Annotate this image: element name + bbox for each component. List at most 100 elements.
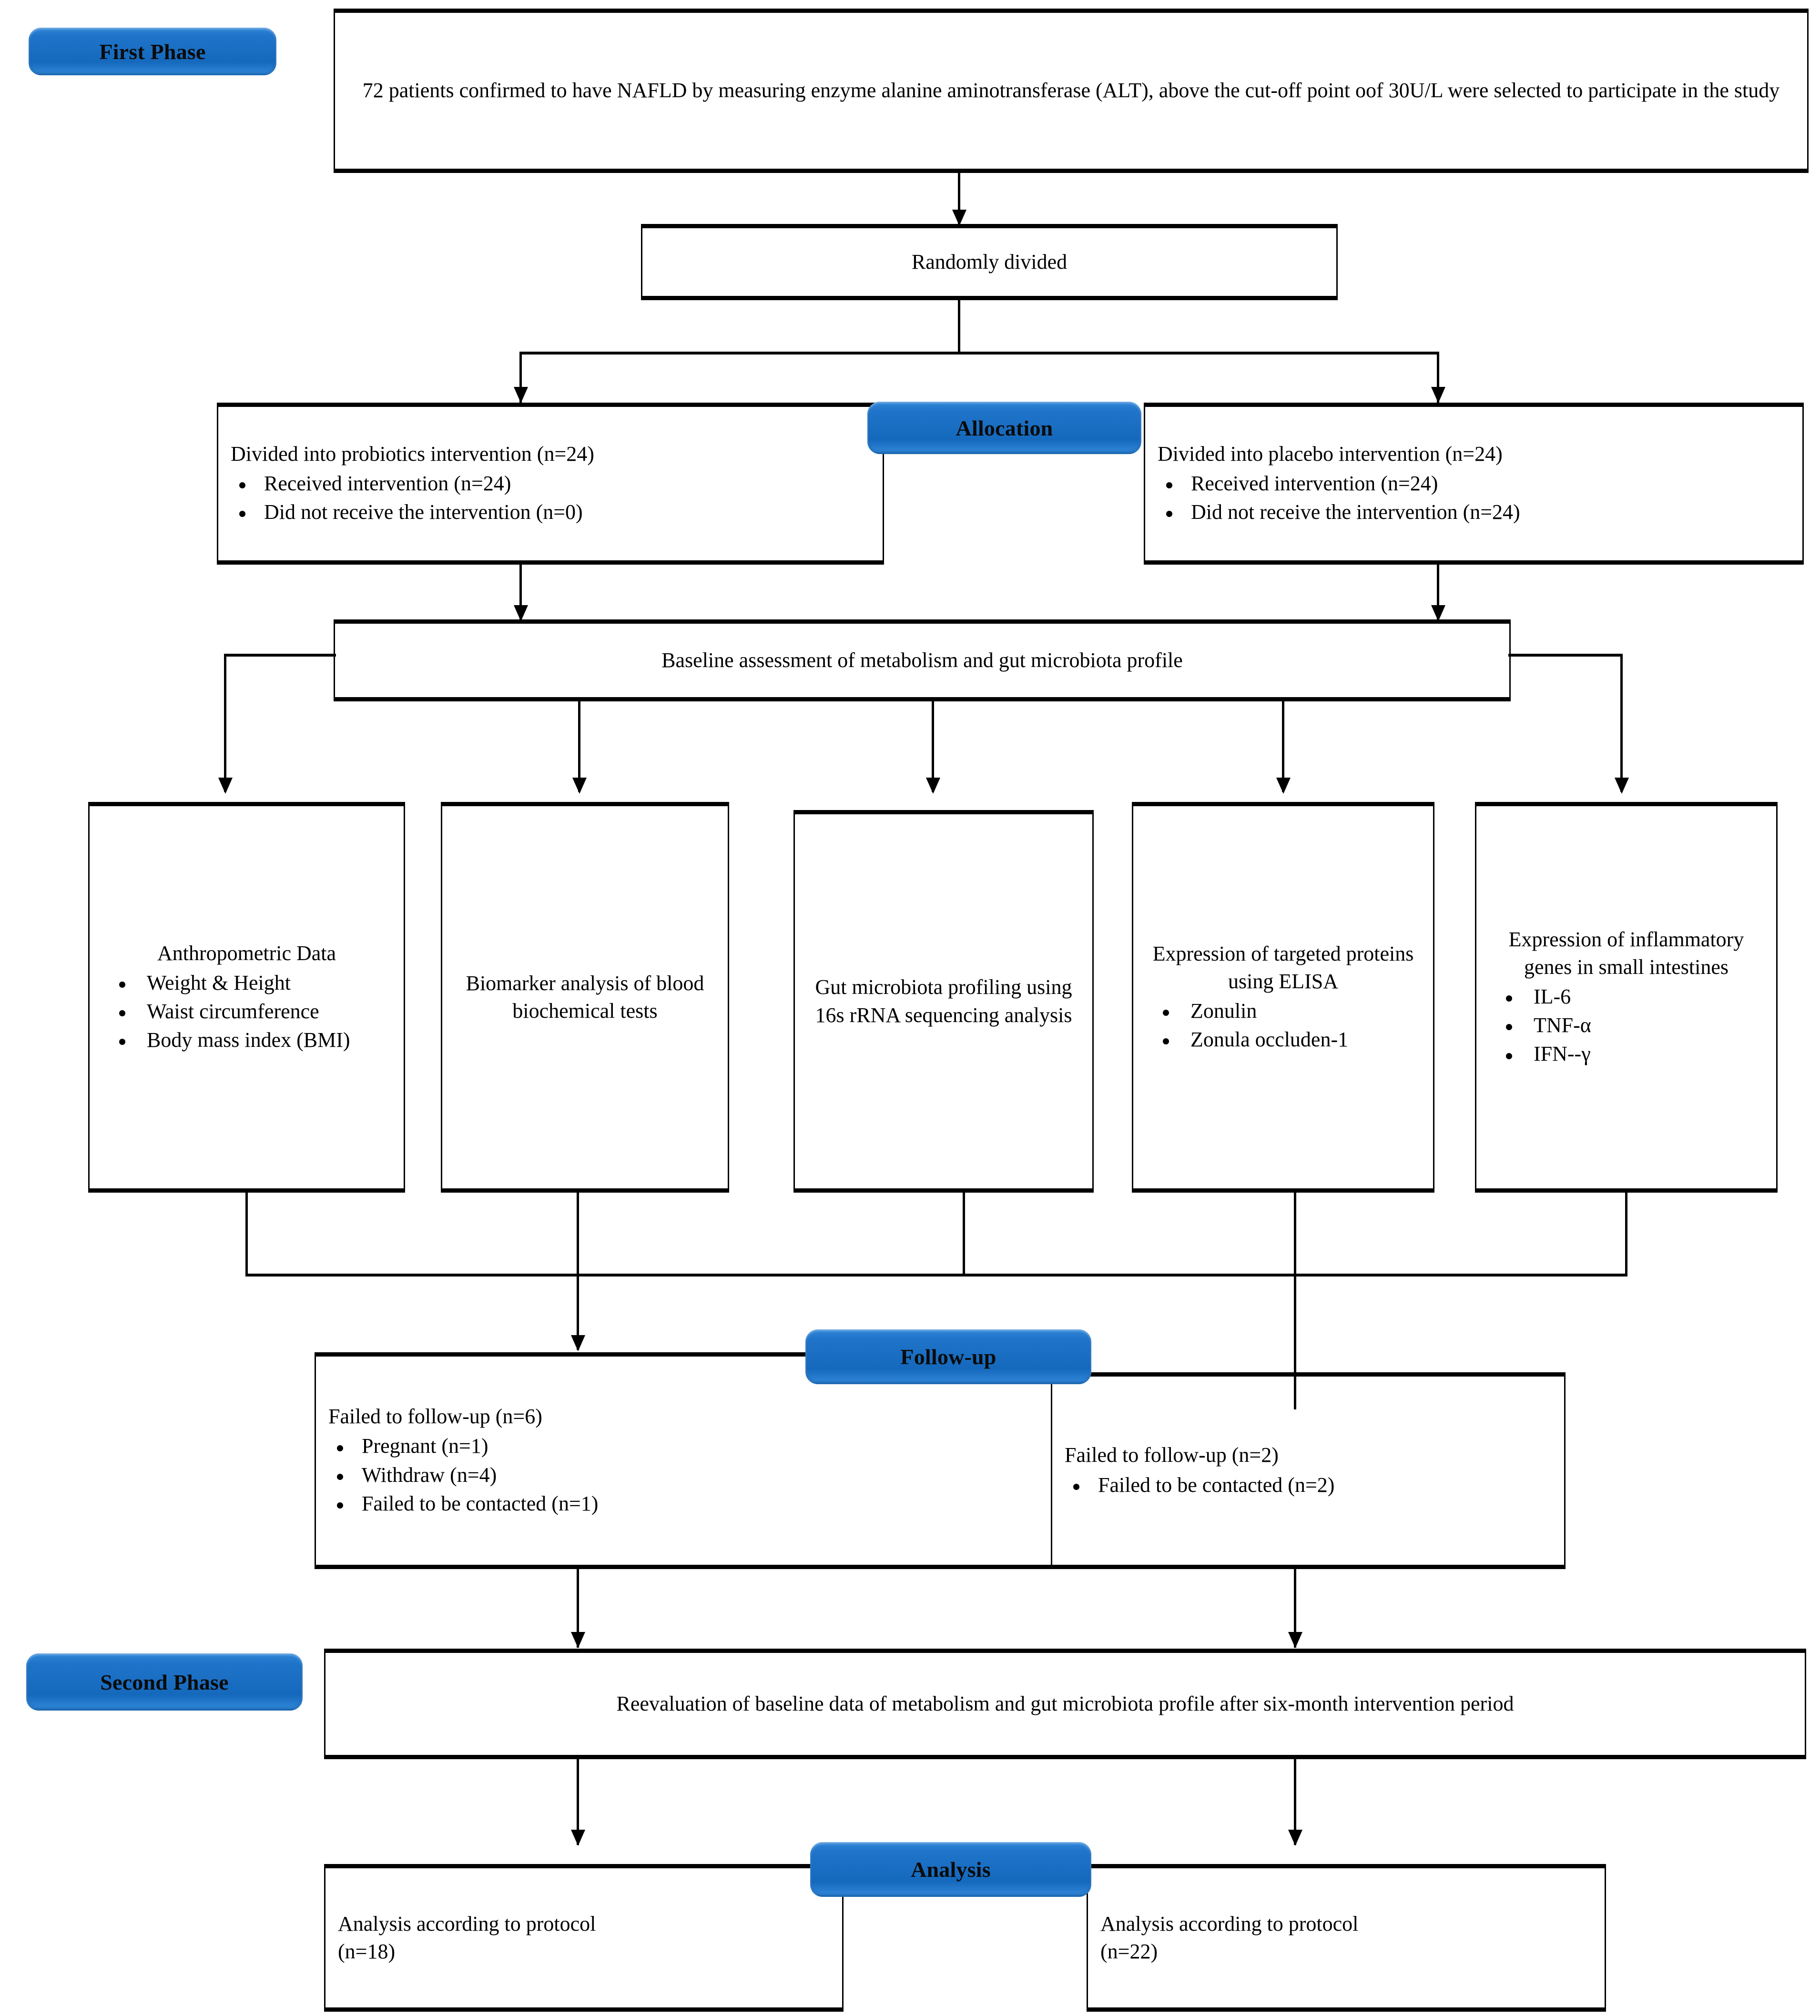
connector-followup-right-to-reeval	[1294, 1569, 1296, 1648]
node-assessment-proteins-bullets: Zonulin Zonula occluden-1	[1133, 997, 1433, 1054]
node-randomly-divided-text: Randomly divided	[911, 250, 1068, 274]
connector-probiotics-to-baseline	[519, 565, 522, 622]
node-placebo-heading: Divided into placebo intervention (n=24)	[1158, 442, 1503, 466]
node-assessment-inflammatory-heading: Expression of inflammatory genes in smal…	[1508, 927, 1744, 979]
connector-box5-down	[1625, 1193, 1627, 1276]
node-analysis-left-line2: (n=18)	[338, 1940, 396, 1963]
node-analysis-right-line2: (n=22)	[1100, 1940, 1158, 1963]
list-item: Weight & Height	[90, 969, 404, 997]
node-followup-left: Failed to follow-up (n=6) Pregnant (n=1)…	[315, 1352, 1077, 1569]
connector-followup-left-to-reeval	[577, 1569, 579, 1648]
connector-baseline-to-box2	[578, 701, 580, 792]
node-assessment-biomarker: Biomarker analysis of blood biochemical …	[441, 802, 729, 1193]
badge-follow-up-label: Follow-up	[900, 1345, 996, 1369]
arrowhead-enrollment-to-random	[952, 210, 966, 226]
connector-baseline-to-box1	[224, 654, 226, 792]
node-followup-right-heading: Failed to follow-up (n=2)	[1065, 1443, 1279, 1467]
connector-box2-to-followup-left	[577, 1193, 579, 1350]
connector-baseline-to-box4	[1282, 701, 1284, 792]
node-assessment-microbiota: Gut microbiota profiling using 16s rRNA …	[793, 810, 1094, 1193]
node-assessment-inflammatory-bullets: IL-6 TNF-α IFN--γ	[1476, 983, 1776, 1069]
arrowhead-followup-left-to-reeval	[571, 1632, 585, 1648]
list-item: TNF-α	[1476, 1012, 1776, 1039]
arrowhead-placebo-to-baseline	[1431, 605, 1445, 621]
node-assessment-inflammatory: Expression of inflammatory genes in smal…	[1475, 802, 1778, 1193]
list-item: Received intervention (n=24)	[218, 470, 883, 497]
node-randomly-divided: Randomly divided	[641, 224, 1338, 300]
node-followup-right: Failed to follow-up (n=2) Failed to be c…	[1051, 1372, 1566, 1569]
node-assessment-anthropometric-heading: Anthropometric Data	[157, 941, 336, 965]
arrowhead-baseline-to-box5	[1615, 778, 1629, 794]
connector-placebo-to-baseline	[1437, 565, 1439, 622]
node-reevaluation-text: Reevaluation of baseline data of metabol…	[616, 1692, 1514, 1715]
list-item: Waist circumference	[90, 998, 404, 1025]
badge-analysis-label: Analysis	[911, 1857, 991, 1882]
arrowhead-baseline-to-box3	[926, 778, 940, 794]
list-item: Did not receive the intervention (n=0)	[218, 498, 883, 526]
list-item: Zonula occluden-1	[1133, 1026, 1433, 1054]
arrowhead-followup-right-to-reeval	[1288, 1632, 1302, 1648]
node-enrollment-text: 72 patients confirmed to have NAFLD by m…	[362, 79, 1780, 102]
node-assessment-biomarker-heading: Biomarker analysis of blood biochemical …	[466, 971, 704, 1023]
arrowhead-probiotics-to-baseline	[514, 605, 528, 621]
connector-reeval-to-analysis-right	[1294, 1759, 1296, 1845]
list-item: Received intervention (n=24)	[1145, 470, 1802, 497]
node-placebo-bullets: Received intervention (n=24) Did not rec…	[1145, 470, 1802, 527]
node-probiotics-arm: Divided into probiotics intervention (n=…	[217, 403, 884, 565]
connector-random-to-probiotics	[519, 352, 522, 403]
arrowhead-to-placebo	[1431, 387, 1445, 403]
arrowhead-baseline-to-box2	[572, 778, 587, 794]
list-item: Withdraw (n=4)	[316, 1461, 1076, 1489]
connector-assessments-merge-bar	[245, 1274, 1627, 1276]
connector-random-split-bar	[519, 352, 1439, 355]
connector-box1-down	[245, 1193, 248, 1276]
connector-baseline-to-box5	[1620, 654, 1623, 792]
node-baseline-assessment-text: Baseline assessment of metabolism and gu…	[661, 648, 1183, 672]
list-item: IL-6	[1476, 983, 1776, 1011]
badge-follow-up: Follow-up	[805, 1329, 1091, 1384]
badge-second-phase-label: Second Phase	[100, 1670, 229, 1694]
node-followup-left-heading: Failed to follow-up (n=6)	[328, 1405, 542, 1428]
badge-analysis: Analysis	[810, 1842, 1091, 1897]
node-assessment-anthropometric: Anthropometric Data Weight & Height Wais…	[88, 802, 405, 1193]
list-item: Body mass index (BMI)	[90, 1026, 404, 1054]
connector-random-to-placebo	[1437, 352, 1439, 403]
badge-allocation-label: Allocation	[956, 415, 1053, 440]
node-placebo-arm: Divided into placebo intervention (n=24)…	[1144, 403, 1804, 565]
connector-box4-to-followup-right	[1294, 1193, 1296, 1409]
connector-baseline-right-elbow	[1508, 654, 1623, 657]
connector-enrollment-to-random	[958, 173, 960, 225]
node-analysis-right-line1: Analysis according to protocol	[1100, 1912, 1359, 1935]
arrowhead-baseline-to-box1	[218, 778, 233, 794]
badge-first-phase-label: First Phase	[99, 39, 206, 64]
list-item: Did not receive the intervention (n=24)	[1145, 498, 1802, 526]
badge-allocation: Allocation	[867, 402, 1141, 454]
arrowhead-to-followup-left	[571, 1335, 585, 1351]
node-probiotics-heading: Divided into probiotics intervention (n=…	[231, 442, 594, 466]
node-enrollment: 72 patients confirmed to have NAFLD by m…	[334, 9, 1809, 173]
arrowhead-reeval-to-analysis-left	[571, 1830, 585, 1846]
arrowhead-baseline-to-box4	[1276, 778, 1291, 794]
node-assessment-proteins-heading: Expression of targeted proteins using EL…	[1152, 942, 1414, 993]
badge-first-phase: First Phase	[29, 28, 276, 75]
node-assessment-anthropometric-bullets: Weight & Height Waist circumference Body…	[90, 969, 404, 1055]
node-analysis-left: Analysis according to protocol (n=18)	[324, 1864, 844, 2012]
node-followup-right-bullets: Failed to be contacted (n=2)	[1052, 1471, 1564, 1500]
list-item: Zonulin	[1133, 997, 1433, 1025]
node-probiotics-bullets: Received intervention (n=24) Did not rec…	[218, 470, 883, 527]
node-analysis-right: Analysis according to protocol (n=22)	[1087, 1864, 1606, 2012]
list-item: Failed to be contacted (n=2)	[1052, 1471, 1564, 1499]
badge-second-phase: Second Phase	[26, 1653, 303, 1711]
node-baseline-assessment: Baseline assessment of metabolism and gu…	[334, 619, 1511, 701]
node-analysis-left-line1: Analysis according to protocol	[338, 1912, 596, 1935]
arrowhead-to-probiotics	[514, 387, 528, 403]
node-reevaluation: Reevaluation of baseline data of metabol…	[324, 1649, 1806, 1759]
connector-baseline-left-elbow	[224, 654, 336, 657]
list-item: Pregnant (n=1)	[316, 1432, 1076, 1460]
connector-random-stem	[958, 300, 960, 353]
connector-box3-down	[963, 1193, 965, 1276]
arrowhead-reeval-to-analysis-right	[1288, 1830, 1302, 1846]
list-item: Failed to be contacted (n=1)	[316, 1490, 1076, 1518]
connector-baseline-to-box3	[932, 701, 934, 792]
